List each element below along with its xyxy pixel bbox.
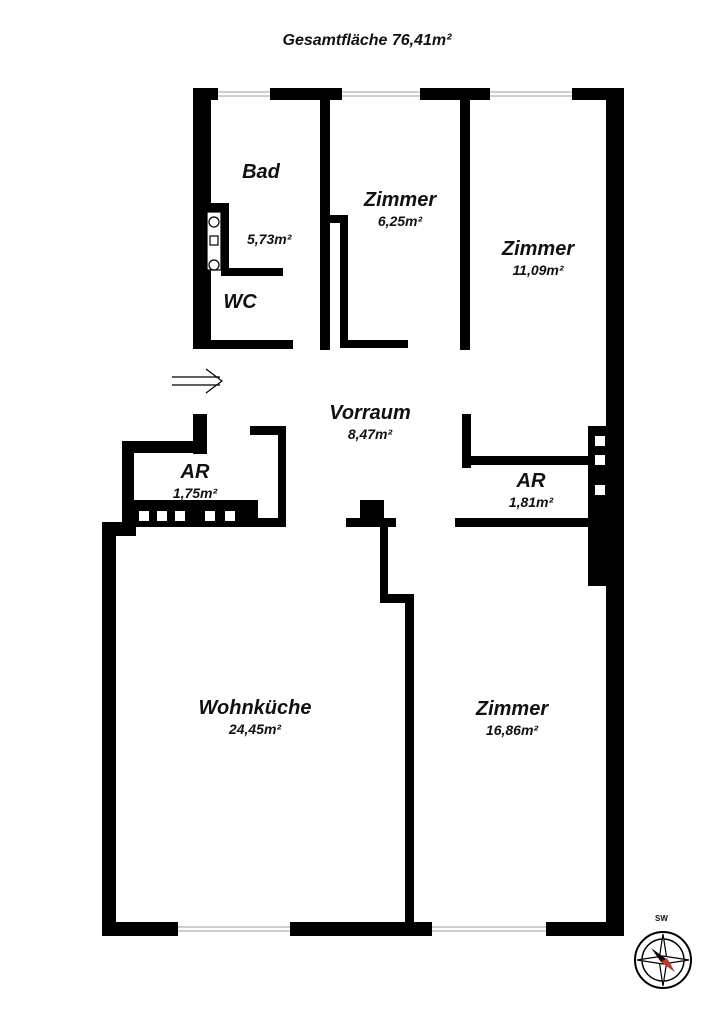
wall (546, 922, 624, 936)
room-name: AR (516, 470, 546, 492)
wall (102, 522, 116, 936)
room-name: Bad (242, 161, 280, 183)
sink-icon (208, 216, 220, 228)
shelf (595, 485, 605, 495)
room-name: WC (223, 291, 257, 313)
room-area: 8,47m² (347, 426, 393, 442)
total-area-title: Gesamtfläche 76,41m² (282, 32, 452, 49)
room-area: 5,73m² (247, 231, 292, 247)
walls (102, 88, 624, 936)
room-zimmer-large: Zimmer 16,86m² (440, 697, 584, 739)
room-ar-right: AR 1,81m² (476, 469, 586, 511)
room-zimmer-medium: Zimmer 11,09m² (470, 237, 606, 279)
shelf (175, 511, 185, 521)
wall (221, 268, 283, 276)
wall (462, 456, 592, 465)
wall (193, 88, 211, 349)
wall (203, 340, 293, 349)
room-name: AR (180, 461, 210, 483)
room-area: 16,86m² (485, 722, 539, 738)
room-area: 24,45m² (228, 721, 282, 737)
room-area: 1,81m² (508, 494, 554, 510)
wall (340, 340, 408, 348)
wall (420, 88, 490, 100)
wall (455, 518, 595, 527)
wall (460, 88, 470, 350)
room-area: 11,09m² (512, 262, 564, 278)
shelf-marks (139, 436, 605, 521)
room-name: Zimmer (475, 698, 549, 720)
room-name: Zimmer (501, 238, 575, 260)
wall (588, 426, 610, 586)
shelf (157, 511, 167, 521)
wall (102, 522, 136, 536)
shelf (139, 511, 149, 521)
room-bad: Bad (224, 160, 298, 184)
wall (130, 518, 286, 527)
wall (380, 518, 388, 602)
wall (221, 203, 229, 273)
room-name: Zimmer (363, 189, 437, 211)
room-ar-left: AR 1,75m² (140, 460, 250, 502)
wall (606, 88, 624, 936)
room-name: Vorraum (329, 402, 411, 424)
wall (462, 414, 471, 468)
room-wc: WC (210, 290, 270, 314)
room-wohnkueche: Wohnküche 24,45m² (170, 696, 340, 738)
room-name: Wohnküche (198, 697, 312, 719)
shelf (595, 455, 605, 465)
wall (193, 88, 218, 100)
room-zimmer-small: Zimmer 6,25m² (340, 188, 460, 230)
room-area: 6,25m² (377, 213, 423, 229)
wall (122, 441, 207, 453)
wall (203, 203, 228, 212)
room-vorraum: Vorraum 8,47m² (300, 401, 440, 443)
shelf (205, 511, 215, 521)
wall (360, 500, 384, 522)
bath-fixtures (206, 211, 222, 271)
wall (405, 594, 414, 924)
wall (270, 88, 342, 100)
entrance-arrow-icon (172, 368, 223, 394)
wall (340, 215, 348, 345)
wall (250, 426, 284, 435)
wall (320, 215, 344, 223)
wall (278, 426, 286, 526)
wall (102, 922, 178, 936)
wall (290, 922, 432, 936)
wall (346, 518, 396, 527)
compass-label: SW (655, 914, 668, 923)
windows (178, 91, 572, 932)
wall (380, 594, 414, 603)
compass-icon (634, 931, 692, 989)
shelf (595, 436, 605, 446)
toilet-icon (209, 235, 219, 246)
sink-icon (208, 259, 220, 271)
shelf (225, 511, 235, 521)
room-area: 1,75m² (172, 485, 218, 501)
